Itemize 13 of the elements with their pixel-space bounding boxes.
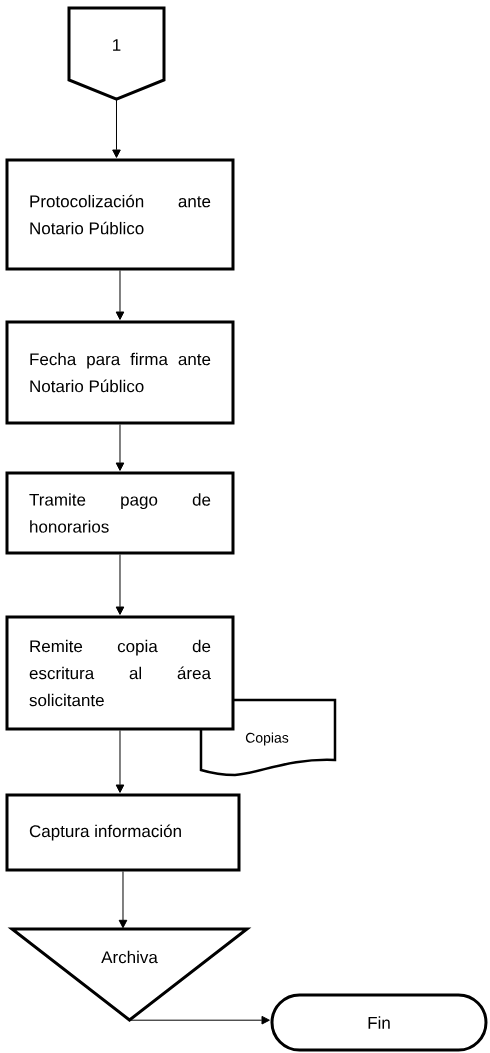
- process-box: Protocolización ante Notario Público: [5, 158, 235, 271]
- arrow: [115, 424, 125, 471]
- process-box: Captura información: [5, 793, 241, 872]
- process-box: Tramite pago de honorarios: [5, 471, 235, 555]
- arrow: [118, 871, 128, 929]
- arrow: [129, 1015, 270, 1025]
- arrow: [115, 730, 125, 793]
- process-box: Remite copia de escritura al área solicitante: [5, 615, 235, 731]
- process-box: Fecha para firma ante Notario Público: [5, 320, 235, 425]
- off-page-connector: 1: [67, 6, 166, 101]
- arrow: [115, 270, 125, 320]
- arrow: [112, 98, 121, 158]
- arrow: [115, 554, 125, 615]
